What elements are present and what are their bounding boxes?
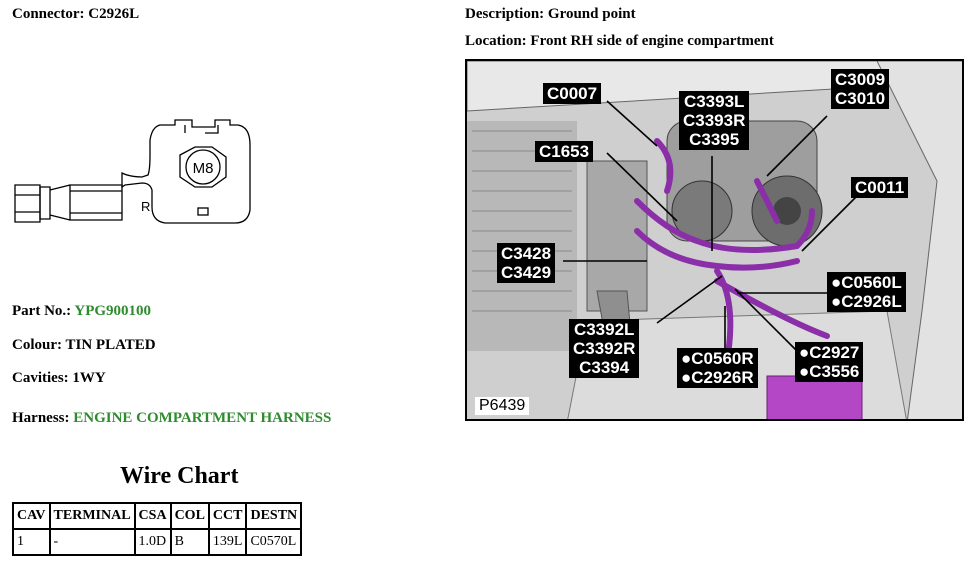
cell-cct: 139L — [207, 528, 248, 556]
callout-c0007: C0007 — [543, 83, 602, 104]
connector-value: C2926L — [88, 6, 140, 22]
table-header-row: CAV TERMINAL CSA COL CCT DESTN — [12, 502, 303, 530]
location: Location: Front RH side of engine compar… — [465, 33, 774, 50]
location-label: Location: — [465, 33, 527, 49]
description-value: Ground point — [547, 6, 636, 22]
header-col: COL — [169, 502, 210, 530]
harness-label: Harness: — [12, 410, 70, 426]
cell-col: B — [169, 528, 210, 556]
callout-c2927: ●C2927 ●C3556 — [795, 342, 864, 382]
callout-c1653: C1653 — [535, 141, 594, 162]
callout-c3392: C3392L C3392R C3394 — [569, 319, 640, 378]
cell-destn: C0570L — [245, 528, 303, 556]
description: Description: Ground point — [465, 6, 636, 23]
header-destn: DESTN — [245, 502, 303, 530]
part-number-label: Part No.: — [12, 303, 72, 319]
figure-number: P6439 — [475, 397, 530, 415]
callout-c3428: C3428 C3429 — [497, 243, 556, 283]
callout-c0560l: ●C0560L ●C2926L — [827, 272, 906, 312]
cell-csa: 1.0D — [133, 528, 172, 556]
connector-title: Connector: C2926L — [12, 6, 139, 23]
header-csa: CSA — [133, 502, 172, 530]
wire-chart-table: CAV TERMINAL CSA COL CCT DESTN 1 - 1.0D … — [12, 502, 303, 556]
header-cct: CCT — [207, 502, 248, 530]
callout-c0011: C0011 — [851, 177, 909, 198]
wire-chart-title: Wire Chart — [120, 463, 239, 489]
cell-terminal: - — [48, 528, 136, 556]
header-terminal: TERMINAL — [48, 502, 136, 530]
cell-cav: 1 — [12, 528, 51, 556]
part-number-link[interactable]: YPG900100 — [74, 303, 152, 319]
connector-drawing: M8 R — [14, 119, 251, 224]
stud-label: M8 — [193, 160, 214, 177]
connector-label: Connector: — [12, 6, 85, 22]
colour: Colour: TIN PLATED — [12, 337, 156, 354]
location-value: Front RH side of engine compartment — [530, 33, 774, 49]
side-label: R — [141, 199, 150, 214]
colour-value: TIN PLATED — [65, 337, 156, 353]
callout-c3009: C3009 C3010 — [831, 69, 890, 109]
part-number: Part No.: YPG900100 — [12, 303, 151, 320]
table-row: 1 - 1.0D B 139L C0570L — [12, 528, 303, 556]
callout-c0560r: ●C0560R ●C2926R — [677, 348, 758, 388]
cavities: Cavities: 1WY — [12, 370, 106, 387]
harness-link[interactable]: ENGINE COMPARTMENT HARNESS — [73, 410, 332, 426]
location-photo: C0007 C1653 C3393L C3393R C3395 C3009 C3… — [465, 59, 964, 421]
description-label: Description: — [465, 6, 545, 22]
callout-c3393: C3393L C3393R C3395 — [679, 91, 750, 150]
cavities-label: Cavities: — [12, 370, 69, 386]
harness: Harness: ENGINE COMPARTMENT HARNESS — [12, 410, 331, 427]
cavities-value: 1WY — [72, 370, 106, 386]
colour-label: Colour: — [12, 337, 62, 353]
header-cav: CAV — [12, 502, 51, 530]
